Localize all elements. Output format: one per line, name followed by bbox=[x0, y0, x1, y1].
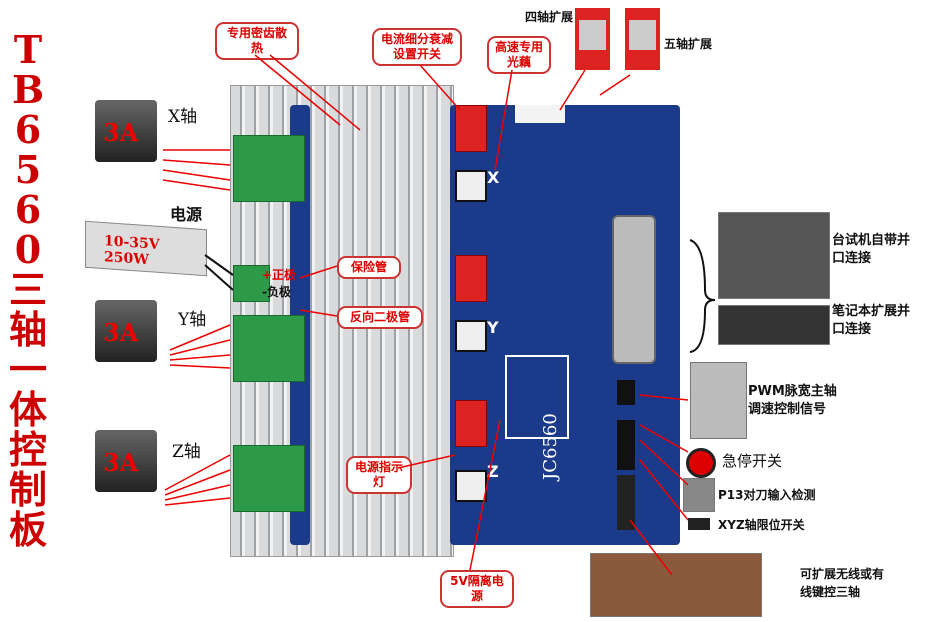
dip-switch-y bbox=[455, 255, 487, 302]
keypad-image bbox=[590, 553, 762, 617]
callout-optocoupler: 高速专用光藕 bbox=[487, 36, 551, 74]
callout-isolated-power: 5V隔离电源 bbox=[440, 570, 514, 608]
leader-diode bbox=[299, 309, 338, 317]
stepper-motor-x: 3A bbox=[95, 100, 157, 162]
isolated-power-module bbox=[505, 355, 569, 439]
limit-label: XYZ轴限位开关 bbox=[718, 518, 805, 532]
io-header bbox=[617, 420, 635, 470]
leader-heatsink bbox=[254, 54, 361, 131]
spindle-image bbox=[690, 362, 747, 439]
axis-label-z: Z轴 bbox=[172, 442, 201, 462]
callout-heatsink: 专用密齿散热 bbox=[215, 22, 299, 60]
pwm-header bbox=[617, 380, 635, 405]
keypad-label: 可扩展无线或有线键控三轴 bbox=[800, 567, 885, 599]
parallel-port-db25 bbox=[612, 215, 656, 364]
optocoupler-y bbox=[455, 320, 487, 352]
dip-switch-z bbox=[455, 400, 487, 447]
callout-dip-switch: 电流细分衰减设置开关 bbox=[372, 28, 462, 66]
fifth-axis-module bbox=[625, 8, 660, 70]
product-title: TB6560三轴一体控制板 bbox=[8, 27, 47, 552]
board-axis-label-y: Y bbox=[487, 318, 499, 337]
probe-image bbox=[683, 478, 715, 512]
board-axis-label-z: Z bbox=[487, 462, 499, 481]
estop-icon bbox=[686, 448, 716, 478]
laptop-parallel-label: 笔记本扩展并口连接 bbox=[832, 304, 911, 337]
leader-opto bbox=[494, 69, 513, 171]
axis-label-y: Y轴 bbox=[178, 310, 207, 330]
stepper-motor-y: 3A bbox=[95, 300, 157, 362]
leader-expansion bbox=[559, 69, 631, 111]
fifth-axis-label: 五轴扩展 bbox=[664, 37, 713, 51]
fourth-axis-module bbox=[575, 8, 610, 70]
callout-fuse: 保险管 bbox=[337, 256, 401, 279]
parallel-brace bbox=[689, 239, 716, 353]
probe-label: P13对刀输入检测 bbox=[718, 488, 816, 502]
callout-power-led: 电源指示灯 bbox=[346, 456, 412, 494]
pwm-label: PWM脉宽主轴调速控制信号 bbox=[748, 384, 837, 417]
wires-z bbox=[164, 454, 231, 506]
limit-switch-icon bbox=[688, 518, 710, 530]
expansion-connector bbox=[515, 105, 565, 123]
desktop-parallel-label: 台试机自带并口连接 bbox=[832, 233, 911, 266]
stepper-motor-z: 3A bbox=[95, 430, 157, 492]
laptop-image bbox=[718, 305, 830, 345]
fourth-axis-label: 四轴扩展 bbox=[525, 10, 574, 24]
leader-dip bbox=[419, 64, 461, 111]
terminal-power bbox=[233, 265, 270, 302]
optocoupler-z bbox=[455, 470, 487, 502]
wires-x bbox=[162, 149, 231, 191]
negative-label: -负极 bbox=[262, 285, 291, 299]
leader-fuse bbox=[299, 265, 338, 279]
callout-diode: 反向二极管 bbox=[337, 306, 423, 329]
leader-isolated bbox=[469, 419, 501, 571]
estop-label: 急停开关 bbox=[722, 452, 783, 470]
positive-label: +正极 bbox=[262, 268, 297, 282]
terminal-x bbox=[233, 135, 305, 202]
terminal-y bbox=[233, 315, 305, 382]
board-axis-label-x: X bbox=[487, 168, 500, 187]
limit-header bbox=[617, 475, 635, 530]
power-label: 电源 bbox=[170, 205, 203, 224]
dip-switch-x bbox=[455, 105, 487, 152]
leader-power-led bbox=[397, 454, 456, 469]
wires-y bbox=[169, 324, 231, 369]
axis-label-x: X轴 bbox=[168, 107, 198, 127]
terminal-z bbox=[233, 445, 305, 512]
desktop-pc-image bbox=[718, 212, 830, 299]
wires-power bbox=[204, 254, 234, 291]
optocoupler-x bbox=[455, 170, 487, 202]
leader-io bbox=[629, 394, 689, 576]
